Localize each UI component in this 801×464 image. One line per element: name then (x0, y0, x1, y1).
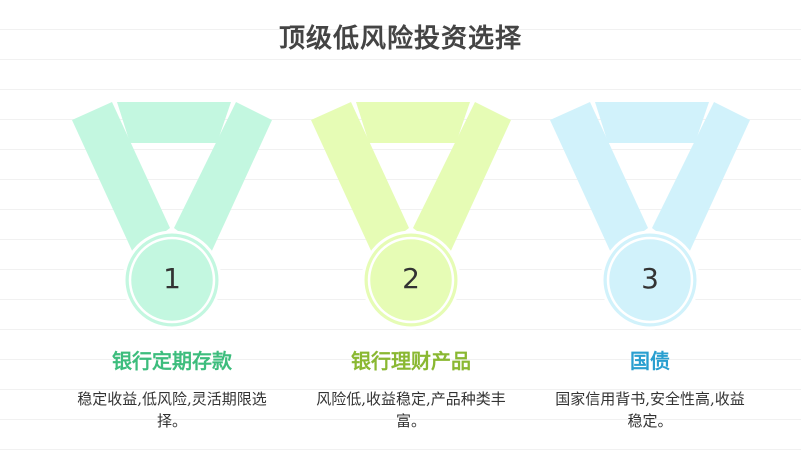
option-name: 银行理财产品 (351, 349, 471, 373)
option-description: 国家信用背书,安全性高,收益稳定。 (555, 390, 745, 430)
medal-icon (550, 102, 750, 330)
option-name: 银行定期存款 (112, 349, 232, 373)
option-description: 稳定收益,低风险,灵活期限选择。 (77, 390, 267, 430)
medal-icon (72, 102, 272, 330)
option-name: 国债 (630, 349, 670, 373)
medal-card-3: 3 国债 国家信用背书,安全性高,收益稳定。 (540, 90, 760, 450)
medal-number: 3 (641, 262, 659, 295)
option-description: 风险低,收益稳定,产品种类丰富。 (316, 390, 506, 430)
medal-card-1: 1 银行定期存款 稳定收益,低风险,灵活期限选择。 (62, 90, 282, 450)
medal-number: 2 (402, 262, 420, 295)
medal-icon (311, 102, 511, 330)
page-title: 顶级低风险投资选择 (278, 24, 522, 54)
medal-card-2: 2 银行理财产品 风险低,收益稳定,产品种类丰富。 (301, 90, 521, 450)
medal-number: 1 (163, 262, 181, 295)
